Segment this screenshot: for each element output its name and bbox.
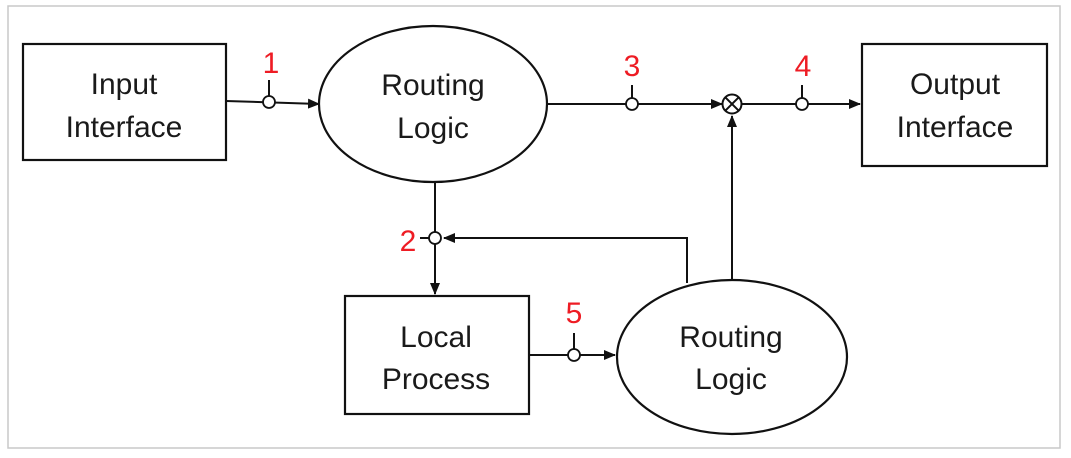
tap-label-4: 4 [795,50,812,83]
input-interface-box: Input Interface [21,42,228,162]
routing-logic-bottom-line2: Logic [695,363,767,396]
routing-logic-bottom-line1: Routing [679,321,782,354]
output-interface-line2: Interface [897,111,1014,144]
tap-label-3: 3 [624,50,641,83]
tap-label-5: 5 [566,297,583,330]
routing-logic-bottom-ellipse: Routing Logic [615,278,849,436]
local-process-line2: Process [382,363,490,396]
routing-logic-top-line2: Logic [397,112,469,145]
output-interface-line1: Output [910,68,1001,101]
output-interface-box: Output Interface [860,42,1049,168]
input-interface-line2: Interface [66,111,183,144]
tap-point-3: 3 [624,50,641,111]
tap-point-1: 1 [262,47,280,109]
tap-label-1: 1 [263,47,280,80]
circled-times-icon [721,93,743,115]
local-process-box: Local Process [343,294,531,416]
routing-logic-top-line1: Routing [381,69,484,102]
tap-point-5: 5 [566,297,583,362]
arrow-routing-bottom-feedback [443,233,688,283]
tap-label-2: 2 [400,225,417,258]
input-interface-line1: Input [91,68,158,101]
tap-point-2: 2 [400,225,442,258]
routing-logic-top-ellipse: Routing Logic [317,24,549,184]
tap-point-4: 4 [795,50,812,111]
local-process-line1: Local [400,321,472,354]
